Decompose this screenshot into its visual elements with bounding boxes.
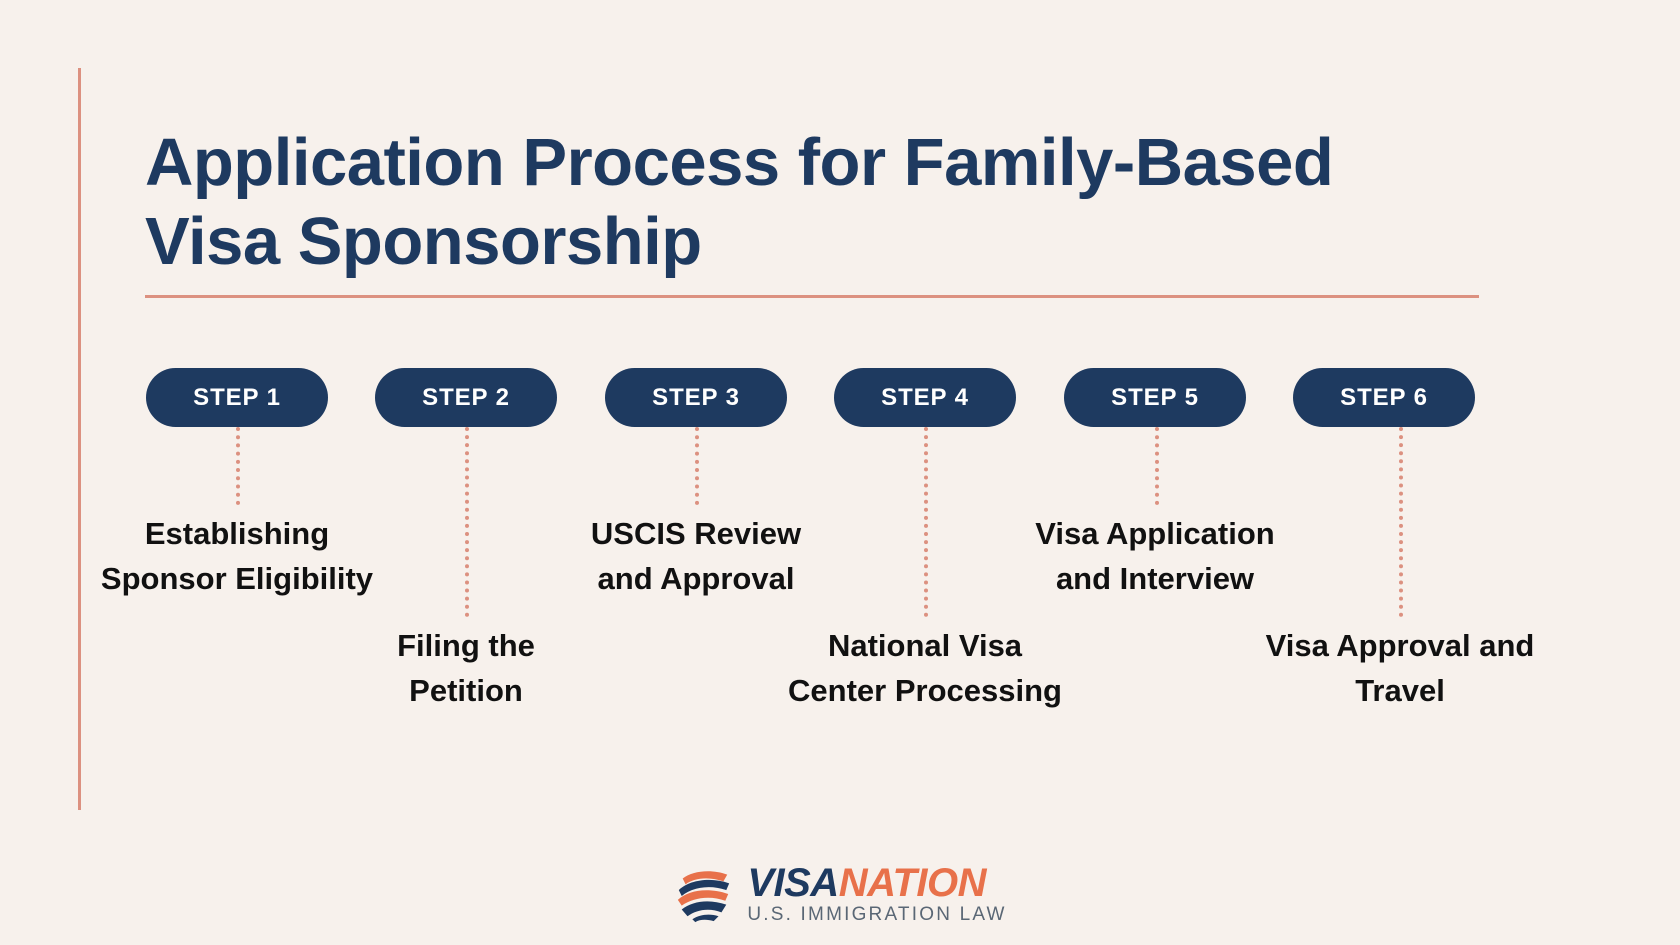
step-pill-label-3: STEP 3	[652, 383, 740, 411]
step-label-6: Visa Approval and Travel	[1250, 623, 1550, 713]
step-label-5-line-2: and Interview	[1055, 561, 1255, 596]
step-label-6-line-1: Visa Approval and	[1265, 628, 1535, 663]
step-label-6-line-2: Travel	[1355, 673, 1445, 708]
step-pill-label-2: STEP 2	[422, 383, 510, 411]
step-pill-4[interactable]: STEP 4	[834, 368, 1016, 427]
step-label-1: Establishing Sponsor Eligibility	[87, 511, 387, 601]
left-accent-line	[78, 68, 81, 810]
logo-word-visa: VISA	[747, 861, 839, 905]
step-pill-label-5: STEP 5	[1111, 383, 1199, 411]
step-label-4-line-2: Center Processing	[788, 673, 1062, 708]
step-label-2: Filing the Petition	[316, 623, 616, 713]
step-connector-6	[1399, 427, 1403, 617]
step-label-2-line-2: Petition	[409, 673, 523, 708]
step-label-4: National Visa Center Processing	[775, 623, 1075, 713]
step-label-1-line-1: Establishing	[144, 516, 330, 551]
logo-word-nation: NATION	[838, 861, 987, 905]
logo-tagline: U.S. IMMIGRATION LAW	[747, 904, 1007, 925]
step-pill-label-1: STEP 1	[193, 383, 281, 411]
page-title: Application Process for Family-Based Vis…	[145, 123, 1545, 281]
step-pill-label-4: STEP 4	[881, 383, 969, 411]
step-connector-5	[1155, 427, 1159, 505]
step-connector-1	[236, 427, 240, 505]
step-pill-5[interactable]: STEP 5	[1064, 368, 1246, 427]
step-connector-2	[465, 427, 469, 617]
step-pill-2[interactable]: STEP 2	[375, 368, 557, 427]
step-label-3-line-2: and Approval	[597, 561, 795, 596]
step-label-3: USCIS Review and Approval	[546, 511, 846, 601]
page-title-line-2: Visa Sponsorship	[145, 203, 702, 279]
step-label-2-line-1: Filing the	[397, 628, 535, 663]
step-label-5-line-1: Visa Application	[1035, 516, 1275, 551]
step-label-4-line-1: National Visa	[827, 628, 1023, 663]
step-pill-3[interactable]: STEP 3	[605, 368, 787, 427]
step-pill-label-6: STEP 6	[1340, 383, 1428, 411]
step-label-3-line-1: USCIS Review	[590, 516, 802, 551]
globe-icon	[678, 871, 730, 923]
step-connector-3	[695, 427, 699, 505]
step-label-1-line-2: Sponsor Eligibility	[100, 561, 374, 596]
page-title-line-1: Application Process for Family-Based	[145, 124, 1334, 200]
step-pill-1[interactable]: STEP 1	[146, 368, 328, 427]
step-pill-6[interactable]: STEP 6	[1293, 368, 1475, 427]
title-divider-rule	[145, 295, 1479, 298]
step-label-5: Visa Application and Interview	[1005, 511, 1305, 601]
step-connector-4	[924, 427, 928, 617]
